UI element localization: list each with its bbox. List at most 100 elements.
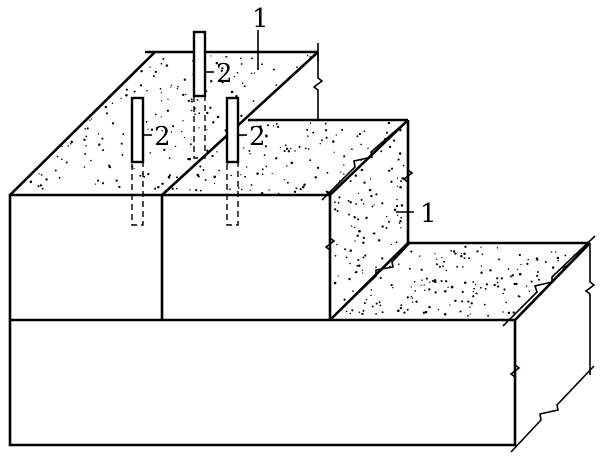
stipple-dot <box>56 155 59 158</box>
stipple-dot <box>362 309 365 312</box>
stipple-dot <box>199 165 202 168</box>
stipple-dot <box>397 309 400 313</box>
stipple-dot <box>184 93 187 96</box>
stipple-dot <box>221 81 224 84</box>
stipple-dot <box>345 310 348 313</box>
stipple-dot <box>437 308 440 311</box>
stipple-dot <box>293 190 297 193</box>
stipple-dot <box>445 269 448 272</box>
stipple-dot <box>349 180 352 183</box>
stipple-dot <box>379 304 382 307</box>
stipple-dot <box>285 147 289 151</box>
upper-blocks <box>8 50 410 320</box>
stipple-dot <box>104 105 108 109</box>
stipple-dot <box>410 286 413 288</box>
stipple-dot <box>90 159 92 162</box>
stipple-dot <box>450 285 454 289</box>
stipple-dot <box>230 174 232 177</box>
stipple-dot <box>271 172 273 175</box>
break-line-right-diagonal-upper <box>502 235 596 327</box>
stipple-dot <box>396 185 399 188</box>
stipple-dot <box>493 283 496 287</box>
stipple-dot <box>336 209 339 213</box>
stipple-dot <box>483 303 486 306</box>
stipple-dot <box>400 204 404 207</box>
stipple-dot <box>37 185 40 188</box>
stipple-dot <box>341 128 344 132</box>
stipple-dot <box>284 144 287 147</box>
callout-1-side: 1 <box>420 199 437 229</box>
stipple-dot <box>544 261 547 263</box>
stipple-dot <box>309 122 312 124</box>
stipple-dot <box>460 300 464 303</box>
stipple-dot <box>212 121 215 124</box>
stipple-dot <box>358 264 361 267</box>
stipple-dot <box>264 145 268 148</box>
stipple-dot <box>190 98 193 101</box>
stipple-dot <box>460 255 463 258</box>
stipple-dot <box>308 148 310 150</box>
break-line-bottom-diagonal <box>510 365 595 453</box>
break-line-middle-diagonal <box>321 119 409 201</box>
stipple-dot <box>537 270 539 273</box>
stipple-dot <box>160 92 163 94</box>
stipple-dot <box>503 288 506 291</box>
stipple-dot <box>265 134 268 137</box>
stipple-dot <box>352 290 354 292</box>
stipple-dot <box>406 308 409 311</box>
stipple-dot <box>168 157 171 159</box>
top-slab-right-edge <box>161 51 319 196</box>
stipple-dot <box>518 272 522 276</box>
stipple-dot <box>261 63 263 66</box>
stipple-dot <box>375 193 378 196</box>
stipple-dot <box>434 253 436 255</box>
stipple-dot <box>170 131 173 133</box>
stipple-dot <box>265 165 268 168</box>
stipple-dot <box>370 294 372 296</box>
stipple-dot <box>472 295 475 298</box>
stipple-dot <box>125 88 128 91</box>
stipple-dot <box>334 201 336 203</box>
peg-c <box>225 96 240 226</box>
stipple-dot <box>442 265 444 268</box>
stipple-dot <box>133 90 136 93</box>
stipple-dot <box>230 90 234 94</box>
stipple-dot <box>420 268 423 271</box>
stipple-dot <box>466 314 469 317</box>
stipple-dot <box>39 184 43 187</box>
stipple-dot <box>140 69 143 73</box>
stipple-dot <box>120 97 122 100</box>
stipple-dot <box>61 145 63 148</box>
stipple-dot <box>390 180 393 183</box>
stipple-dot <box>240 63 243 65</box>
stipple-dot <box>243 85 246 88</box>
stipple-dot <box>105 112 109 115</box>
stipple-dot <box>210 55 212 57</box>
stipple-dot <box>421 279 423 281</box>
stipple-dot <box>216 151 218 153</box>
stipple-dot <box>97 133 100 135</box>
stipple-dot <box>176 88 179 90</box>
stipple-dot <box>472 281 475 283</box>
break-line-right-vertical <box>584 243 596 375</box>
stipple-dot <box>396 214 399 216</box>
stipple-dot <box>390 284 393 287</box>
stipple-dot <box>302 185 305 189</box>
stipple-dot <box>372 232 375 235</box>
stipple-dot <box>250 57 253 60</box>
stipple-dot <box>360 168 364 172</box>
stipple-lower-step <box>345 245 575 317</box>
stipple-dot <box>161 130 163 132</box>
stipple-dot <box>283 149 286 153</box>
stipple-dot <box>468 257 471 260</box>
stipple-dot <box>85 144 87 147</box>
stipple-dot <box>378 301 381 304</box>
callout-2-peg-a: 2 <box>216 59 233 89</box>
stipple-dot <box>358 132 362 136</box>
stipple-dot <box>358 311 361 314</box>
stipple-dot <box>353 215 356 219</box>
stipple-dot <box>197 175 200 178</box>
callout-2-peg-c: 2 <box>249 122 266 152</box>
stipple-dot <box>101 137 104 140</box>
stipple-dot <box>436 258 438 260</box>
